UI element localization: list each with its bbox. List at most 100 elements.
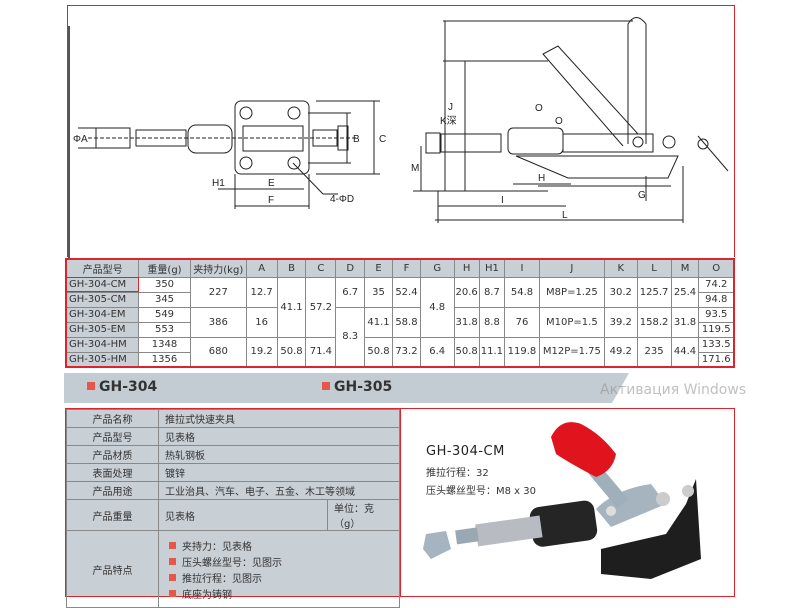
b-cell: 41.1: [276, 276, 307, 338]
j-cell: M8P=1.25: [538, 276, 605, 308]
product-photo-panel: GH-304-CM 推拉行程：32 压头螺丝型号：M8 x 30: [400, 408, 735, 597]
label-h: H: [538, 173, 545, 184]
table-row: GH-304-CM 350 227 12.7 41.1 57.2 6.7 35 …: [65, 276, 735, 338]
banner-label: GH-305: [334, 379, 393, 395]
col-header: M: [670, 258, 700, 278]
weight-cell: 1356: [138, 351, 191, 368]
b-cell: 50.8: [276, 336, 307, 368]
label-4-phi-d: 4-ΦD: [330, 194, 354, 205]
d-cell: 8.3: [335, 306, 366, 368]
i-cell: 54.8: [504, 276, 540, 308]
info-key: 产品用途: [66, 481, 159, 500]
stroke-value: 32: [476, 468, 489, 479]
c-cell: 71.4: [305, 336, 337, 368]
model-cell: GH-305-CM: [65, 291, 140, 308]
screw-line: 压头螺丝型号：M8 x 30: [426, 482, 536, 497]
info-key: 表面处理: [66, 463, 159, 482]
f-cell: 52.4: [391, 276, 421, 308]
o-cell: 119.5: [698, 321, 735, 338]
a-cell: 12.7: [245, 276, 278, 308]
e-cell: 50.8: [364, 336, 393, 368]
feature-item: 推拉行程：见图示: [169, 569, 393, 585]
m-cell: 25.4: [670, 276, 700, 308]
feature-text: 底座为铸钢: [182, 589, 232, 601]
info-key: 产品材质: [66, 445, 159, 464]
col-header: 产品型号: [65, 258, 140, 278]
m-cell: 44.4: [670, 336, 700, 368]
col-header: 夹持力(kg): [189, 258, 247, 278]
banner-item: GH-305: [322, 379, 392, 395]
a-cell: 16: [245, 306, 278, 338]
info-value: 热轧钢板: [158, 445, 400, 464]
info-value: 见表格: [158, 427, 400, 446]
weight-cell: 553: [138, 321, 191, 338]
square-bullet-icon: [322, 382, 330, 390]
label-o2: O: [555, 116, 563, 127]
col-header: I: [504, 258, 540, 278]
force-cell: 227: [189, 276, 247, 308]
col-header: J: [538, 258, 605, 278]
col-header: H1: [478, 258, 506, 278]
h-cell: 50.8: [453, 336, 480, 368]
l-cell: 235: [636, 336, 672, 368]
photo-model-title: GH-304-CM: [426, 444, 505, 459]
info-key: 产品重量: [66, 499, 159, 531]
k-cell: 39.2: [603, 306, 638, 338]
table-row: GH-304-EM 549 386 16 8.3 41.1 58.8 31.8 …: [65, 306, 735, 368]
model-banner: GH-304 GH-305: [64, 373, 629, 403]
g-cell: 4.8: [419, 276, 455, 338]
o-cell: 94.8: [698, 291, 735, 308]
m-cell: 31.8: [670, 306, 700, 338]
col-header: A: [245, 258, 278, 278]
model-cell: GH-304-CM: [65, 276, 140, 293]
col-header: H: [453, 258, 480, 278]
screw-value: M8 x 30: [496, 486, 536, 497]
f-cell: 58.8: [391, 306, 421, 338]
square-bullet-icon: [87, 382, 95, 390]
info-value: 镀锌: [158, 463, 400, 482]
dimension-table: 产品型号 重量(g) 夹持力(kg) A B C D E F G H H1 I …: [65, 258, 735, 368]
e-cell: 35: [364, 276, 393, 308]
h1-cell: 8.8: [478, 306, 506, 338]
o-cell: 171.6: [698, 351, 735, 368]
feature-text: 推拉行程：见图示: [182, 573, 262, 585]
col-header: F: [391, 258, 421, 278]
label-g: G: [638, 190, 646, 201]
l-cell: 158.2: [636, 306, 672, 338]
features-list: 夹持力：见表格 压头螺丝型号：见图示 推拉行程：见图示 底座为铸钢: [158, 530, 400, 608]
label-f: F: [268, 195, 274, 206]
table-row: GH-305-HM 1356 171.6: [65, 351, 735, 368]
weight-unit: 单位：克（g）: [327, 499, 400, 531]
l-cell: 125.7: [636, 276, 672, 308]
force-cell: 680: [189, 336, 247, 368]
feature-text: 压头螺丝型号：见图示: [182, 557, 282, 569]
col-header: B: [276, 258, 307, 278]
banner-label: GH-304: [99, 379, 158, 395]
col-header: O: [698, 258, 735, 278]
col-header: 重量(g): [138, 258, 191, 278]
label-m: M: [411, 163, 419, 174]
info-value: 推拉式快速夹具: [158, 409, 400, 428]
j-cell: M12P=1.75: [538, 336, 605, 368]
label-k: K深: [440, 115, 457, 127]
label-c: C: [379, 134, 386, 145]
weight-cell: 350: [138, 276, 191, 293]
o-cell: 93.5: [698, 306, 735, 323]
f-cell: 73.2: [391, 336, 421, 368]
clamp-photo: [423, 422, 701, 579]
h-cell: 31.8: [453, 306, 480, 338]
label-o1: O: [535, 103, 543, 114]
model-cell: GH-304-HM: [65, 336, 140, 353]
info-value: 见表格: [158, 499, 328, 531]
h-cell: 20.6: [453, 276, 480, 308]
table-row: GH-305-EM 553 119.5: [65, 321, 735, 338]
feature-item: 夹持力：见表格: [169, 537, 393, 553]
k-cell: 49.2: [603, 336, 638, 368]
square-bullet-icon: [169, 541, 176, 549]
side-view: J K深 O O M H I L G: [411, 17, 729, 223]
label-j: J: [448, 102, 453, 113]
model-cell: GH-305-HM: [65, 351, 140, 368]
col-header: L: [636, 258, 672, 278]
square-bullet-icon: [169, 589, 176, 597]
o-cell: 133.5: [698, 336, 735, 353]
